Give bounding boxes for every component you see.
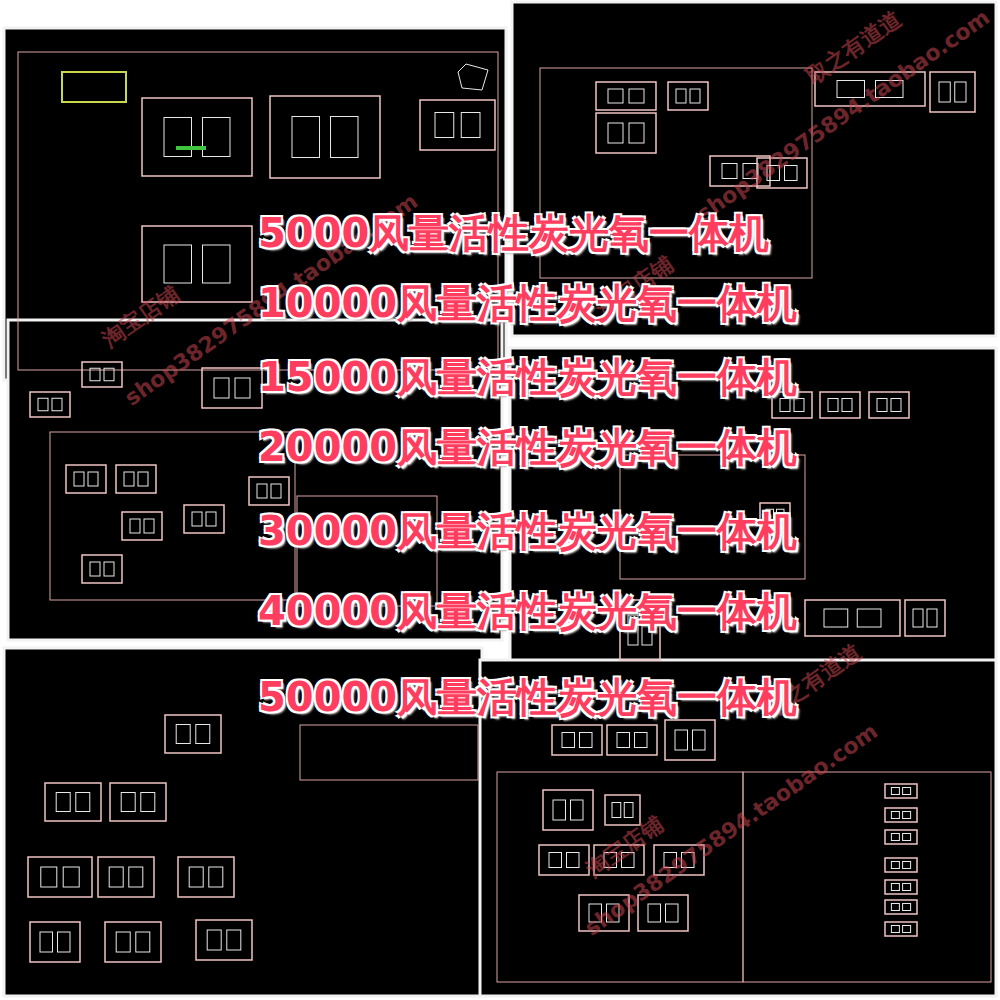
cad-sheet bbox=[30, 392, 70, 417]
product-title: 5000风量活性炭光氧一体机 bbox=[258, 206, 769, 261]
cad-sheet bbox=[122, 512, 162, 540]
product-title: 40000风量活性炭光氧一体机 bbox=[258, 584, 797, 639]
cad-sheet bbox=[178, 857, 234, 897]
green-mark bbox=[176, 146, 206, 150]
cad-sheet bbox=[420, 100, 495, 150]
cad-sheet bbox=[66, 465, 106, 493]
cad-sheet bbox=[116, 465, 156, 493]
cad-sheet bbox=[98, 857, 154, 897]
cad-sheet bbox=[885, 880, 917, 894]
cad-sheet bbox=[142, 98, 252, 176]
cad-sheet bbox=[930, 72, 975, 112]
drawing-frame bbox=[497, 772, 743, 982]
product-title: 50000风量活性炭光氧一体机 bbox=[258, 670, 797, 725]
cad-sheet bbox=[543, 790, 593, 830]
cad-sheet bbox=[668, 82, 708, 110]
cad-sheet bbox=[82, 362, 122, 387]
cad-sheet bbox=[249, 477, 289, 505]
cad-sheet bbox=[869, 392, 909, 418]
cad-sheet bbox=[665, 720, 715, 760]
cad-sheet bbox=[885, 922, 917, 936]
cad-sheet bbox=[45, 783, 101, 821]
cad-sheet bbox=[905, 600, 945, 636]
cad-sheet bbox=[30, 922, 80, 962]
cad-sheet bbox=[885, 858, 917, 872]
cad-sheet bbox=[820, 392, 860, 418]
cad-sheet bbox=[82, 555, 122, 583]
cad-sheet bbox=[607, 725, 657, 755]
cad-sheet bbox=[885, 900, 917, 914]
cad-sheet bbox=[805, 600, 900, 636]
cad-sheet bbox=[885, 808, 917, 822]
cad-sheet bbox=[885, 830, 917, 844]
machine-sketch bbox=[62, 72, 126, 102]
drawing-frame bbox=[300, 725, 478, 780]
cad-sheet bbox=[184, 505, 224, 533]
cad-sheet bbox=[105, 922, 161, 962]
cad-sheet bbox=[270, 96, 380, 178]
cad-sheet bbox=[596, 113, 656, 153]
cad-sheet bbox=[196, 920, 252, 960]
cad-sheet bbox=[28, 857, 92, 897]
cad-sheet bbox=[202, 368, 262, 408]
cad-sheet bbox=[885, 784, 917, 798]
product-title: 15000风量活性炭光氧一体机 bbox=[258, 350, 797, 405]
cad-sheet bbox=[552, 725, 602, 755]
cad-sheet bbox=[165, 715, 221, 753]
cad-sheet bbox=[596, 82, 656, 110]
pentagon-symbol bbox=[458, 64, 488, 90]
cad-sheet bbox=[110, 783, 166, 821]
product-title: 30000风量活性炭光氧一体机 bbox=[258, 504, 797, 559]
product-title: 20000风量活性炭光氧一体机 bbox=[258, 420, 797, 475]
product-title: 10000风量活性炭光氧一体机 bbox=[258, 276, 797, 331]
